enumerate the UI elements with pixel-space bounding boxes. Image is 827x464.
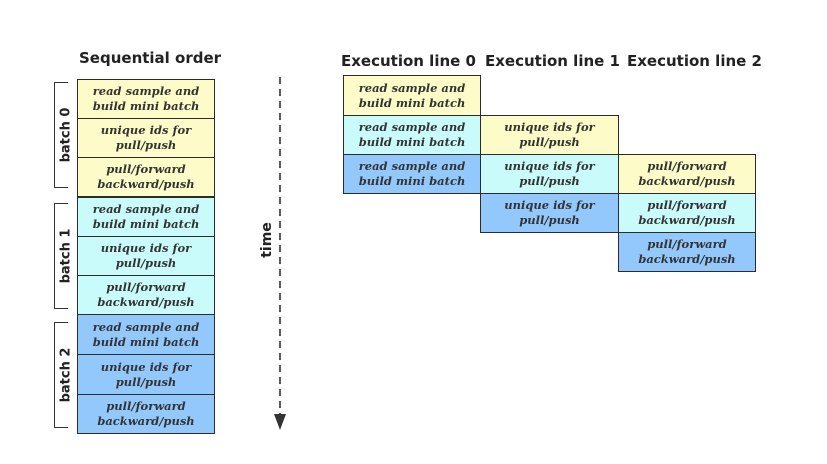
exec-line-0-batch-2-step: read sample and build mini batch [343,154,481,194]
step-text: pull/forward backward/push [97,280,195,309]
exec-line-1-batch-2-step: unique ids for pull/push [480,193,619,233]
step-text: read sample and build mini batch [358,120,466,149]
exec-line-2-batch-1-step: pull/forward backward/push [618,193,756,233]
step-text: unique ids for pull/push [504,198,595,227]
step-text: unique ids for pull/push [100,359,192,389]
batch-0-step-pull-forward: pull/forward backward/push [77,157,215,197]
execution-line-1-title: Execution line 1 [485,52,620,70]
batch-0-step-read-sample: read sample and build mini batch [77,79,215,119]
execution-line-2-title: Execution line 2 [627,52,762,70]
batch-2-step-pull-forward: pull/forward backward/push [77,394,215,434]
step-text: unique ids for pull/push [504,159,595,188]
step-text: pull/forward backward/push [638,198,736,227]
batch-1-brace [54,203,68,309]
batch-1-step-read-sample: read sample and build mini batch [77,197,215,237]
step-text: unique ids for pull/push [100,123,192,152]
time-label: time [259,222,275,258]
batch-0-brace [54,82,68,188]
execution-line-0-title: Execution line 0 [341,52,476,70]
step-text: read sample and build mini batch [92,319,200,349]
step-text: pull/forward backward/push [97,399,195,428]
step-text: pull/forward backward/push [97,162,195,191]
step-text: read sample and build mini batch [358,159,466,188]
batch-1-step-pull-forward: pull/forward backward/push [77,275,215,315]
step-text: pull/forward backward/push [638,159,736,188]
step-text: pull/forward backward/push [638,237,736,266]
step-text: read sample and build mini batch [92,202,200,231]
exec-line-1-batch-0-step: unique ids for pull/push [480,115,619,155]
exec-line-0-batch-0-step: read sample and build mini batch [343,75,481,116]
exec-line-1-batch-1-step: unique ids for pull/push [480,154,619,194]
step-text: read sample and build mini batch [92,84,200,113]
exec-line-2-batch-2-step: pull/forward backward/push [618,232,756,272]
exec-line-2-batch-0-step: pull/forward backward/push [618,154,756,194]
batch-1-step-unique-ids: unique ids for pull/push [77,236,215,276]
exec-line-0-batch-1-step: read sample and build mini batch [343,115,481,155]
step-text: unique ids for pull/push [504,120,595,149]
batch-2-brace [54,322,68,428]
step-text: unique ids for pull/push [100,241,192,270]
sequential-order-title: Sequential order [79,49,222,67]
step-text: read sample and build mini batch [358,80,466,110]
batch-0-step-unique-ids: unique ids for pull/push [77,118,215,158]
